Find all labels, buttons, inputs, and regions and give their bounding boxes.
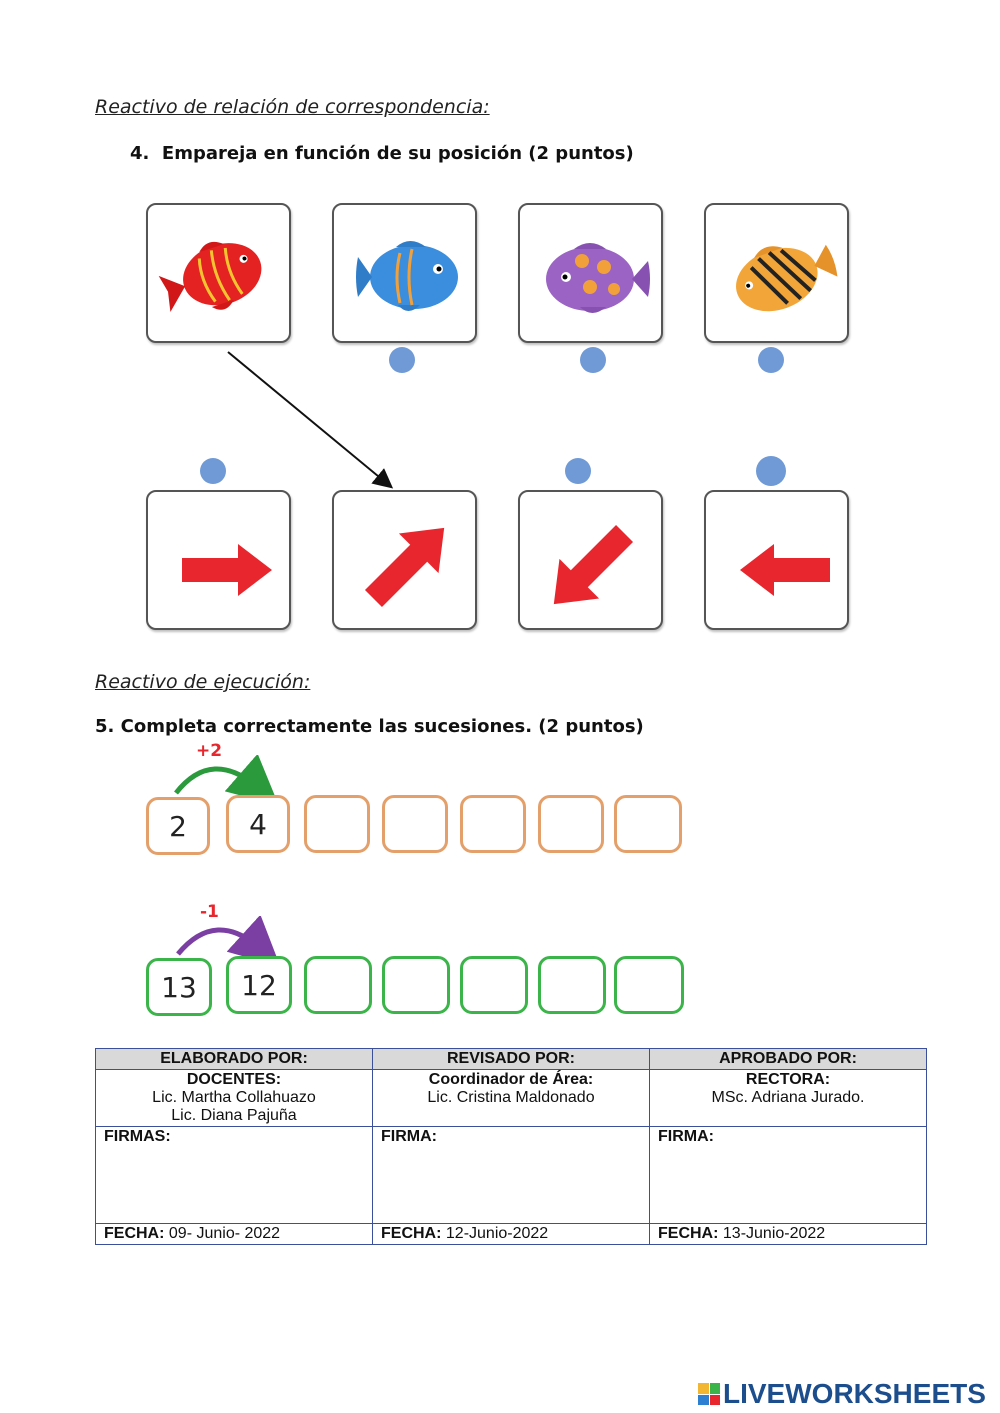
sequence-2-input[interactable]: [304, 956, 372, 1014]
question-5-title: 5. Completa correctamente las sucesiones…: [95, 716, 644, 737]
match-dot-purple-fish[interactable]: [580, 347, 606, 373]
liveworksheets-brand-text: LIVEWORKSHEETS: [723, 1378, 986, 1409]
sequence-1-input[interactable]: [382, 795, 448, 853]
arrow-card-down-left: [518, 490, 663, 630]
section-title-correspondence: Reactivo de relación de correspondencia:: [95, 96, 490, 118]
left-arrow-icon: [740, 544, 830, 596]
fish-card-blue: [332, 203, 477, 343]
date-label: FECHA:: [658, 1225, 719, 1242]
red-fish-icon: [158, 241, 262, 313]
date-value: 13-Junio-2022: [722, 1225, 826, 1242]
match-dot-left-arrow[interactable]: [756, 456, 786, 486]
match-dot-right-arrow[interactable]: [200, 458, 226, 484]
revisado-cell: Coordinador de Área: Lic. Cristina Maldo…: [372, 1069, 650, 1127]
header-aprobado: APROBADO POR:: [649, 1048, 927, 1070]
approval-table-header: ELABORADO POR: REVISADO POR: APROBADO PO…: [95, 1048, 927, 1070]
name-line: MSc. Adriana Jurado.: [711, 1089, 865, 1106]
approval-table-date-row: FECHA: 09- Junio- 2022 FECHA: 12-Junio-2…: [95, 1223, 927, 1245]
liveworksheets-logo: LIVEWORKSHEETS: [698, 1378, 986, 1410]
sequence-2-step-label: -1: [200, 902, 219, 922]
match-dot-down-left-arrow[interactable]: [565, 458, 591, 484]
approval-table: ELABORADO POR: REVISADO POR: APROBADO PO…: [95, 1048, 927, 1245]
role-rectora: RECTORA:: [745, 1071, 831, 1088]
up-right-arrow-icon: [364, 527, 445, 608]
header-elaborado: ELABORADO POR:: [95, 1048, 373, 1070]
match-dot-blue-fish[interactable]: [389, 347, 415, 373]
sequence-1-step-label: +2: [196, 741, 223, 761]
signature-cell: FIRMAS:: [95, 1126, 373, 1224]
signature-cell: FIRMA:: [372, 1126, 650, 1224]
down-left-arrow-icon: [553, 524, 634, 605]
sequence-2-box: 12: [226, 956, 292, 1014]
sequence-1-box: 4: [226, 795, 290, 853]
question-4-number: 4.: [130, 143, 150, 164]
name-line: Lic. Diana Pajuña: [171, 1107, 297, 1124]
arrow-card-left: [704, 490, 849, 630]
aprobado-cell: RECTORA: MSc. Adriana Jurado.: [649, 1069, 927, 1127]
match-dot-orange-fish[interactable]: [758, 347, 784, 373]
sequence-2-input[interactable]: [382, 956, 450, 1014]
sequence-1-step-arc: [174, 755, 279, 800]
sequence-1-input[interactable]: [614, 795, 682, 853]
question-4-title: 4. Empareja en función de su posición (2…: [130, 143, 634, 164]
date-value: 12-Junio-2022: [445, 1225, 549, 1242]
fish-card-orange: [704, 203, 849, 343]
approval-table-signature-row: FIRMAS: FIRMA: FIRMA:: [95, 1126, 927, 1224]
question-4-text: Empareja en función de su posición (2 pu…: [161, 143, 634, 164]
signature-cell: FIRMA:: [649, 1126, 927, 1224]
orange-fish-icon: [736, 244, 838, 312]
section-title-execution: Reactivo de ejecución:: [95, 671, 311, 693]
header-revisado: REVISADO POR:: [372, 1048, 650, 1070]
approval-table-names-row: DOCENTES: Lic. Martha Collahuazo Lic. Di…: [95, 1069, 927, 1127]
sequence-2-box: 13: [146, 958, 212, 1016]
blue-fish-icon: [356, 241, 458, 311]
right-arrow-icon: [182, 544, 272, 596]
date-cell: FECHA: 12-Junio-2022: [372, 1223, 650, 1245]
sequence-2-input[interactable]: [614, 956, 684, 1014]
arrow-card-right: [146, 490, 291, 630]
sequence-1-input[interactable]: [538, 795, 604, 853]
fish-card-red: [146, 203, 291, 343]
name-line: Lic. Cristina Maldonado: [427, 1089, 595, 1106]
liveworksheets-logo-icon: [698, 1383, 720, 1405]
date-cell: FECHA: 09- Junio- 2022: [95, 1223, 373, 1245]
date-value: 09- Junio- 2022: [168, 1225, 281, 1242]
arrow-card-up-right: [332, 490, 477, 630]
sequence-2-step-arc: [176, 916, 281, 961]
sequence-1-box: 2: [146, 797, 210, 855]
sequence-2-input[interactable]: [538, 956, 606, 1014]
date-cell: FECHA: 13-Junio-2022: [649, 1223, 927, 1245]
elaborado-cell: DOCENTES: Lic. Martha Collahuazo Lic. Di…: [95, 1069, 373, 1127]
sequence-2-input[interactable]: [460, 956, 528, 1014]
purple-fish-icon: [546, 243, 650, 313]
example-match-line: [227, 351, 394, 489]
sequence-1-input[interactable]: [304, 795, 370, 853]
role-coordinador: Coordinador de Área:: [428, 1071, 594, 1088]
name-line: Lic. Martha Collahuazo: [152, 1089, 316, 1106]
role-docentes: DOCENTES:: [186, 1071, 282, 1088]
date-label: FECHA:: [104, 1225, 165, 1242]
fish-card-purple: [518, 203, 663, 343]
sequence-1-input[interactable]: [460, 795, 526, 853]
date-label: FECHA:: [381, 1225, 442, 1242]
